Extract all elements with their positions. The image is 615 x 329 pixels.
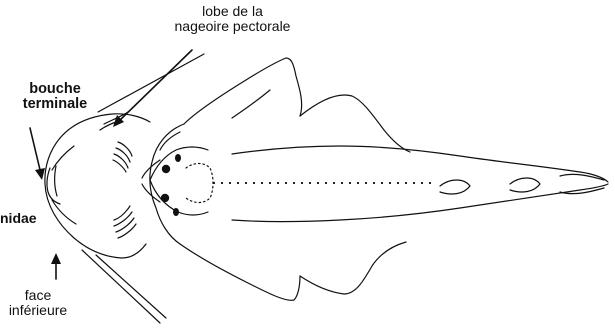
arrowhead-mouth	[35, 168, 45, 180]
label-terminal-mouth: bouche terminale	[3, 82, 107, 112]
eye-upper	[162, 165, 170, 173]
dorsal-pectoral-lower	[180, 244, 300, 300]
gill-slits-upper	[113, 142, 132, 172]
dorsal-tubercle-row	[213, 182, 431, 184]
spiracle-upper	[175, 154, 181, 162]
dorsal-pelvic-lower	[300, 242, 406, 294]
dorsal-pelvic-upper	[300, 95, 410, 152]
dorsal-body-lower	[232, 184, 608, 222]
eye-lower	[161, 194, 169, 202]
label-face-line1: face	[2, 288, 74, 303]
arrow-pectoral-lobe	[117, 50, 192, 123]
ventral-mouth	[47, 168, 60, 204]
dorsal-eyes-and-spiracles	[161, 154, 181, 216]
dorsal-body-view	[142, 58, 608, 300]
ventral-pectoral-edge-bottom-2	[96, 255, 166, 318]
head-dotted-outline	[186, 164, 213, 203]
label-mouth-line2: terminale	[3, 97, 107, 112]
label-pectoral-lobe-line1: lobe de la	[150, 4, 315, 19]
label-pectoral-lobe-line2: nageoire pectorale	[150, 19, 315, 34]
dorsal-head	[150, 124, 184, 244]
ventral-pectoral-edge-top	[98, 54, 204, 112]
label-family-partial: nidae	[0, 211, 37, 226]
dorsal-pectoral-upper	[184, 58, 302, 124]
dorsal-fin-1	[440, 180, 470, 194]
label-pectoral-lobe: lobe de la nageoire pectorale	[150, 4, 315, 33]
dorsal-body-upper	[232, 146, 608, 182]
ventral-outline-top	[60, 114, 150, 138]
ventral-outline	[45, 138, 146, 258]
arrow-mouth	[30, 128, 41, 174]
caudal-fin	[560, 174, 604, 193]
gill-slits-lower	[114, 206, 136, 238]
label-face-line2: inférieure	[2, 303, 74, 318]
dorsal-fin-2	[510, 178, 540, 192]
label-ventral-face: face inférieure	[2, 288, 74, 317]
dorsal-pectoral-upper-inner	[232, 90, 270, 118]
spiracle-lower	[173, 208, 179, 216]
ventral-mouth-2	[55, 166, 57, 196]
label-mouth-line1: bouche	[3, 82, 107, 97]
arrowhead-ventral-face	[51, 253, 61, 264]
dorsal-head-inner	[160, 132, 180, 150]
ventral-pectoral-edge-bottom	[82, 250, 160, 323]
ventral-snout-inner	[52, 146, 76, 224]
dorsal-snout-lower	[150, 180, 208, 215]
